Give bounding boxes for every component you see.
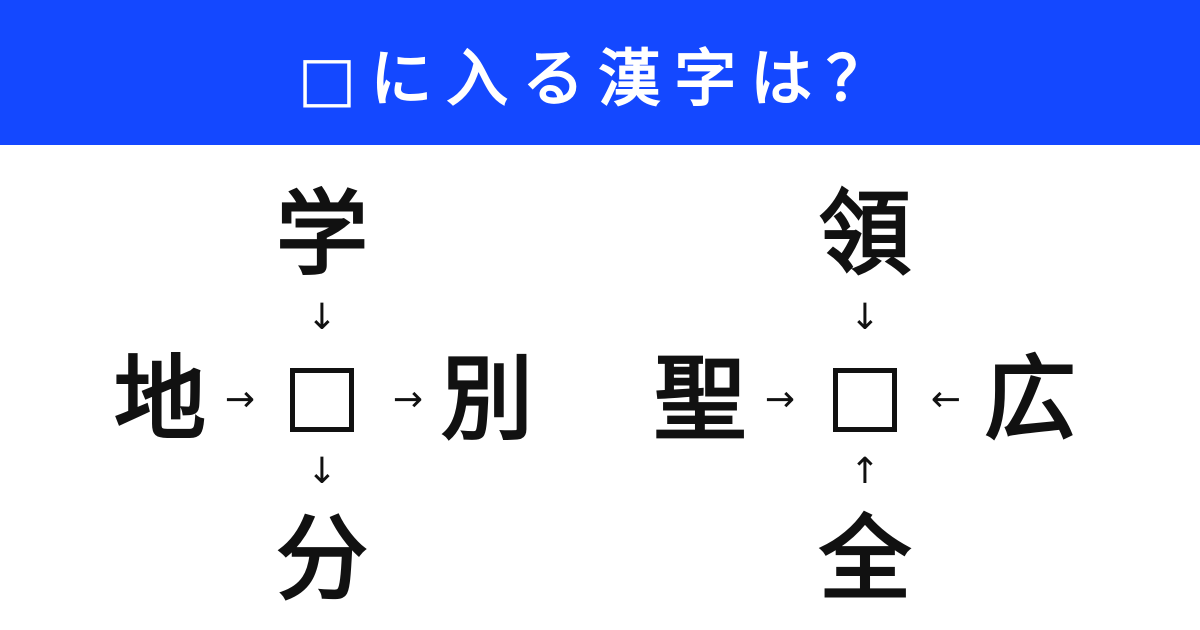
puzzle-2-top-char: 領 bbox=[818, 181, 911, 288]
arrow-left-icon: ← bbox=[930, 379, 962, 420]
puzzle-1-right-char: 別 bbox=[440, 346, 533, 453]
puzzle-2-right-char: 広 bbox=[983, 346, 1076, 453]
page-title: □に入る漢字は？ bbox=[297, 41, 903, 115]
arrow-down-icon: ↓ bbox=[306, 297, 338, 338]
puzzle-2-answer-box[interactable] bbox=[833, 368, 897, 432]
puzzle-1-bottom-char: 分 bbox=[275, 506, 368, 613]
arrow-right-icon: → bbox=[764, 379, 796, 420]
arrow-up-icon: ↑ bbox=[849, 451, 881, 492]
arrow-right-icon: → bbox=[392, 379, 424, 420]
puzzle-1-left-char: 地 bbox=[113, 346, 206, 453]
arrow-right-icon: → bbox=[224, 379, 256, 420]
puzzle-2-bottom-char: 全 bbox=[818, 506, 911, 613]
arrow-down-icon: ↓ bbox=[849, 297, 881, 338]
arrow-down-icon: ↓ bbox=[306, 451, 338, 492]
title-banner: □に入る漢字は？ bbox=[0, 0, 1200, 145]
puzzle-1-answer-box[interactable] bbox=[290, 368, 354, 432]
puzzle-1-top-char: 学 bbox=[275, 181, 368, 288]
puzzle-2-left-char: 聖 bbox=[653, 346, 746, 453]
